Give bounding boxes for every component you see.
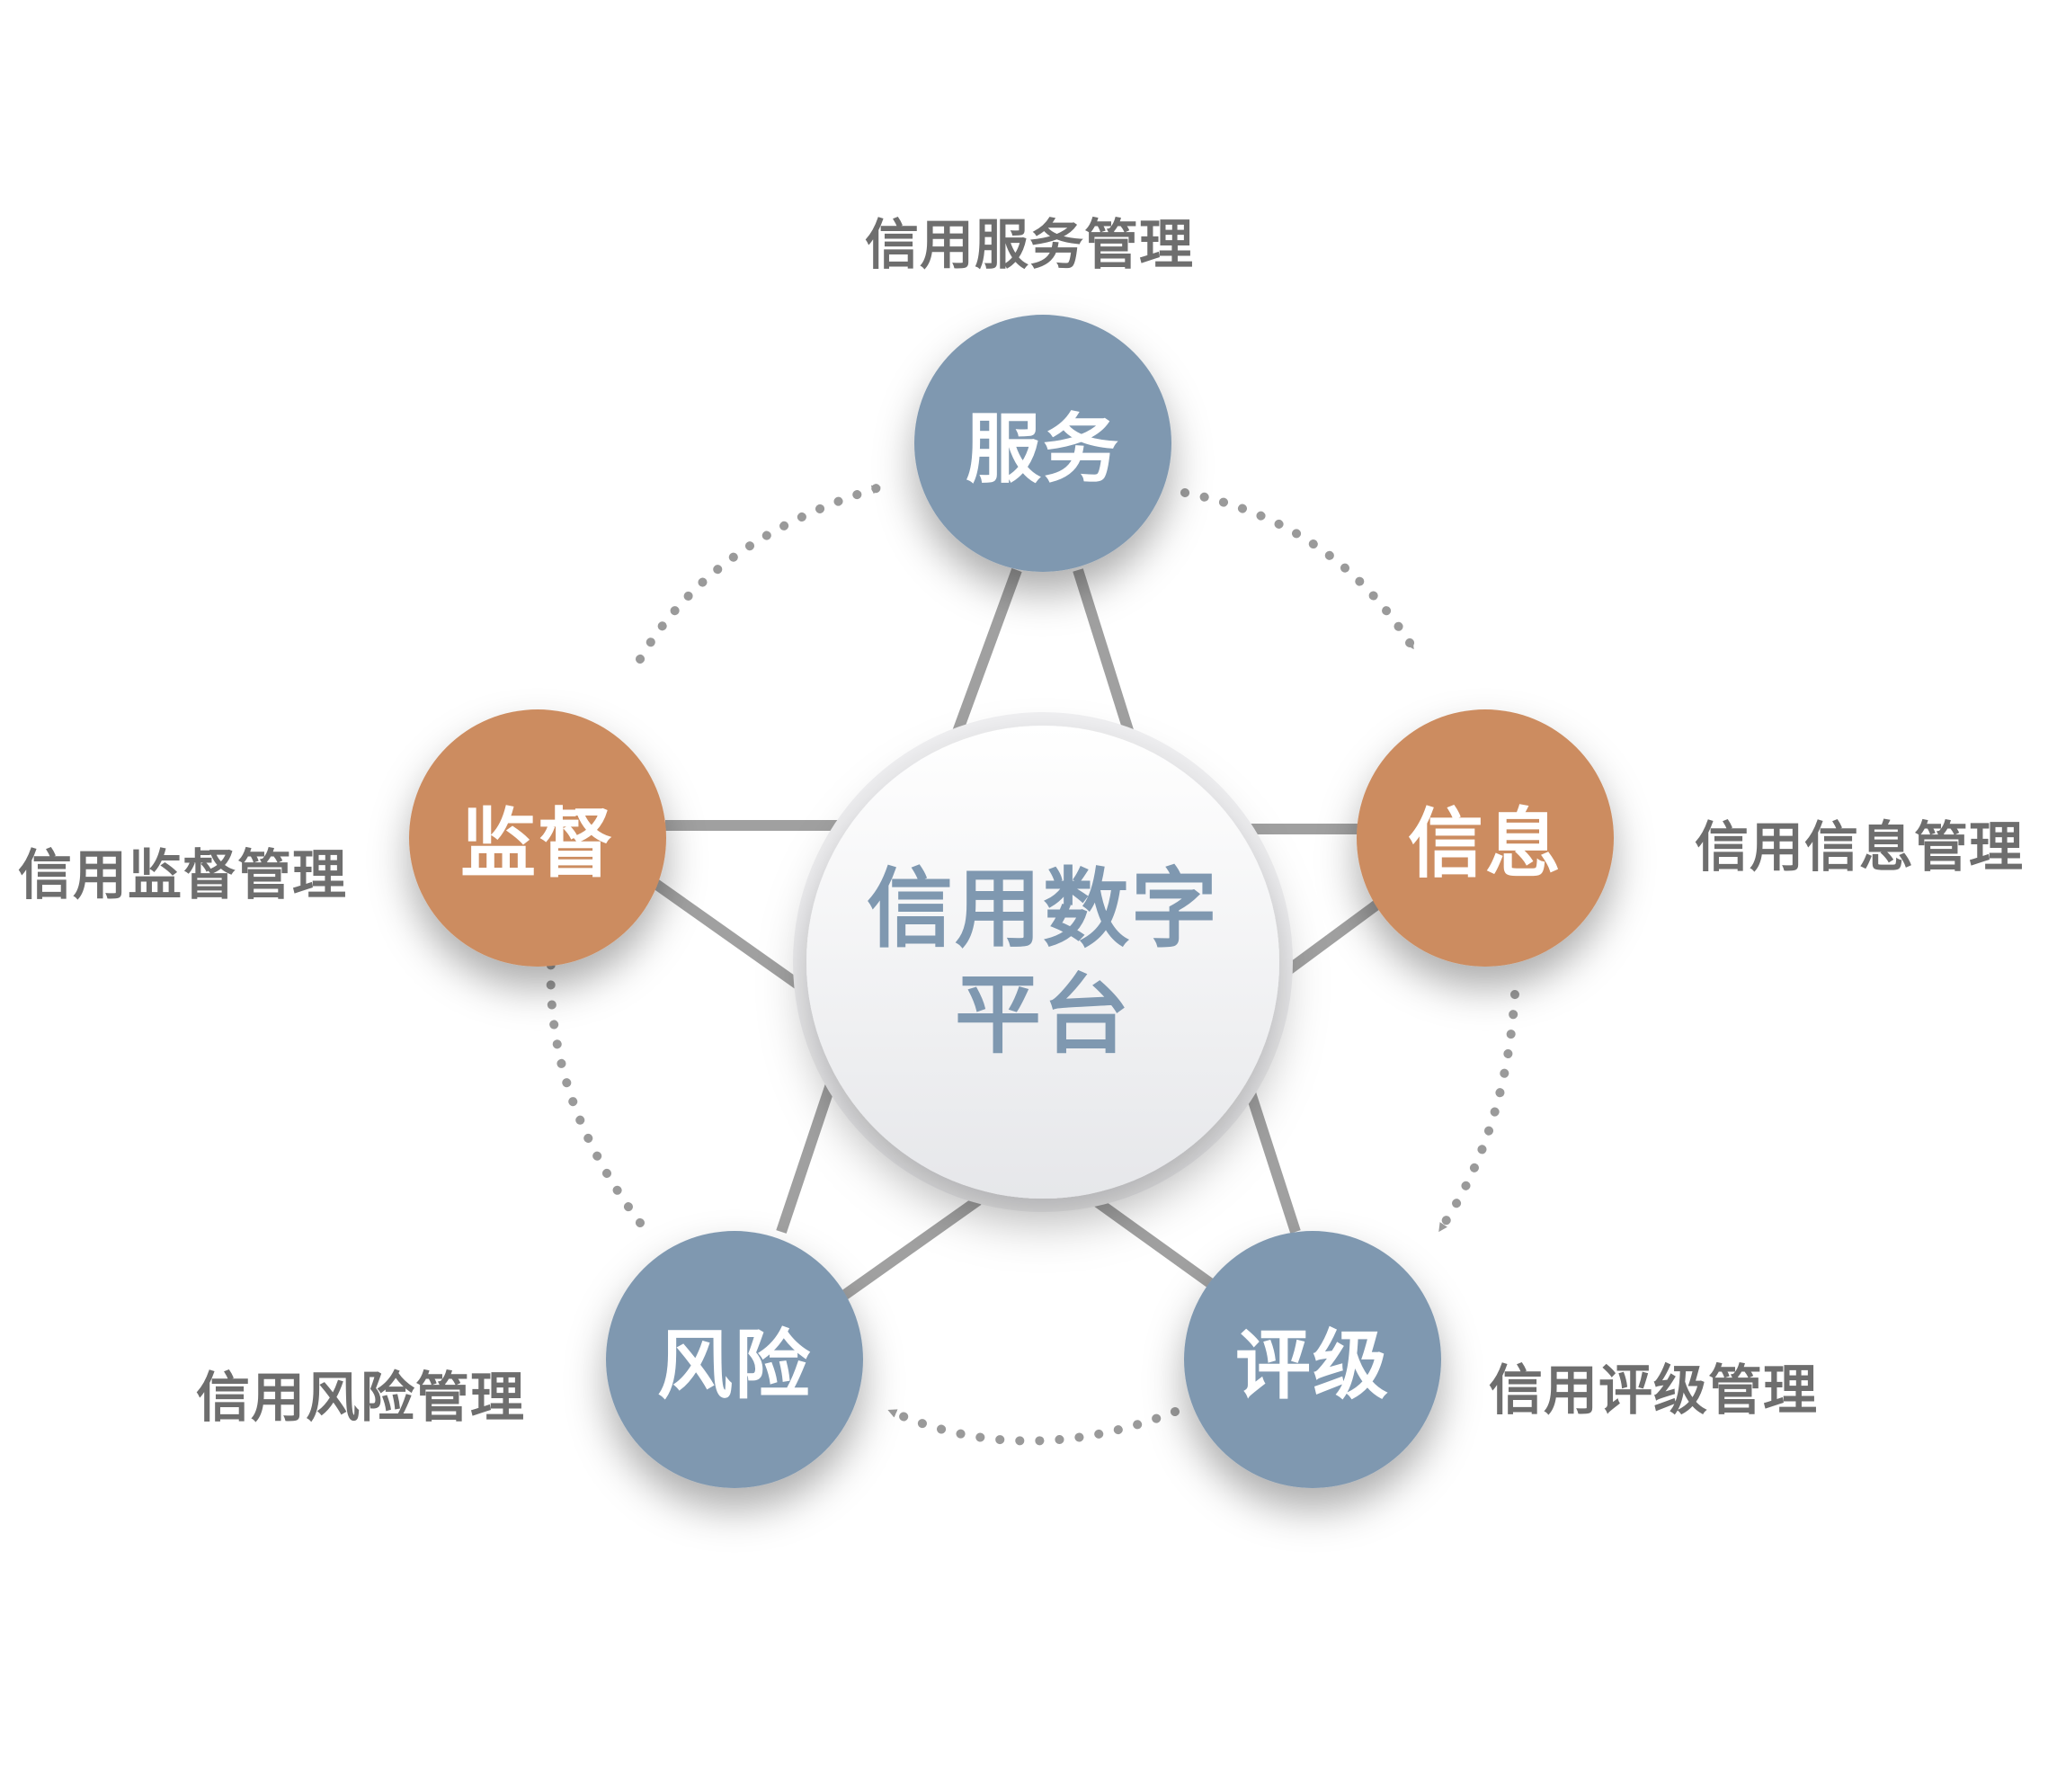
node-label-supervision: 监督 <box>459 799 616 888</box>
connectors <box>651 567 1382 1301</box>
caption-info: 信用信息管理 <box>1695 816 2024 879</box>
center-circle <box>806 726 1279 1199</box>
node-label-info: 信息 <box>1407 799 1563 888</box>
connector-supervision-bottom <box>651 878 806 992</box>
node-label-service: 服务 <box>965 405 1121 494</box>
center-label: 信用数字 平台 <box>867 856 1219 1068</box>
arrow-info-to-rating <box>1437 990 1519 1233</box>
connector-service-left <box>948 567 1022 744</box>
node-circle-rating <box>1184 1231 1441 1488</box>
node-circle-risk <box>606 1231 863 1488</box>
node-circle-service <box>914 315 1171 572</box>
arrow-service-to-info <box>1180 488 1416 650</box>
center-label-line1: 信用数字 <box>867 859 1219 959</box>
caption-risk: 信用风险管理 <box>196 1367 525 1430</box>
caption-supervision: 信用监督管理 <box>18 844 347 907</box>
caption-rating: 信用评级管理 <box>1489 1360 1818 1422</box>
node-circle-info <box>1357 709 1614 967</box>
connector-rating-top <box>1242 1083 1301 1234</box>
node-circle-supervision <box>409 709 666 967</box>
connector-risk-right <box>839 1196 982 1301</box>
connector-service-right <box>1073 568 1137 744</box>
arrow-risk-to-supervision <box>546 954 645 1227</box>
caption-service: 信用服务管理 <box>865 214 1194 277</box>
arrow-rating-to-risk <box>887 1407 1180 1446</box>
cycle-arrows <box>546 484 1519 1446</box>
node-label-rating: 评级 <box>1234 1321 1391 1410</box>
connector-risk-top <box>776 1083 836 1234</box>
node-label-risk: 风险 <box>656 1321 813 1410</box>
connector-rating-left <box>1091 1196 1214 1288</box>
connector-info-bottom <box>1278 899 1382 979</box>
center-label-line2: 平台 <box>955 965 1131 1065</box>
arrow-supervision-to-service <box>636 484 881 664</box>
